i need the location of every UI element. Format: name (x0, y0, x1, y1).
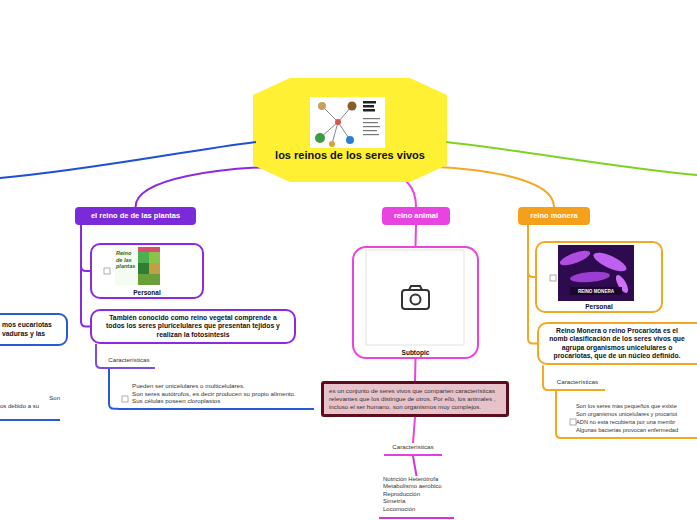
checkbox (104, 268, 110, 274)
checkbox (570, 419, 576, 425)
main-topic: reino animal (382, 207, 450, 225)
bacteria-cell (558, 248, 591, 268)
branch-line (0, 142, 256, 178)
image-box: Personal (90, 243, 204, 299)
plant-image (138, 274, 160, 285)
branch-connector (81, 225, 90, 271)
node-text: Nutrición Heterótrofa (383, 476, 454, 483)
main-topic: el reino de de las plantas (75, 207, 196, 225)
text-box: Reino Monera o reino Procariota es el no… (537, 322, 697, 365)
plant-image (149, 252, 160, 263)
topic-box: mos eucariotas vaduras y las (0, 313, 68, 346)
image-box: Subtopic (352, 246, 479, 359)
hexagon-shape (253, 78, 447, 182)
node-text: mos eucariotas vaduras y las (2, 321, 56, 338)
text-box: También conocido como reino vegetal comp… (90, 309, 296, 344)
node-text: os debido a su (0, 402, 60, 410)
plant-image (149, 263, 160, 274)
bacteria-cell (570, 270, 611, 283)
main-topic: reino monera (518, 207, 590, 225)
bacteria-cell (614, 273, 631, 294)
plant-image (138, 263, 149, 274)
node-text: Características (384, 443, 442, 451)
image-caption-band (570, 287, 622, 295)
checkbox (122, 396, 128, 402)
subtopic-underline: Son los seres mas pequeños que existeSon… (566, 402, 697, 439)
camera-icon (402, 290, 429, 309)
branch-connector (415, 225, 418, 246)
description-box: es un conjunto de seres vivos que compar… (321, 381, 509, 417)
branch-connector (413, 417, 415, 443)
node-text: es un conjunto de seres vivos que compar… (329, 387, 501, 411)
camera-icon (411, 295, 421, 305)
node-text: Características (103, 356, 155, 364)
node-text: Reino Monera o reino Procariota es el no… (547, 327, 687, 360)
node-text: ADN no esta recubierta por una membr (576, 418, 697, 426)
image-box: Personal (535, 241, 663, 313)
plant-image (138, 252, 149, 263)
node-text: Pueden ser unicelulares o multicelulares… (132, 382, 314, 390)
central-topic: los reinos de los seres vivos (253, 78, 447, 182)
image-placeholder (366, 250, 464, 345)
node-text: Reproducción (383, 491, 454, 498)
bacteria-image (558, 245, 634, 301)
node-text: Son seres autótrofos, es decir producen … (132, 390, 314, 398)
branch-connector (543, 365, 550, 390)
node-text: el reino de de las plantas (75, 207, 196, 225)
subtopic-underline: Características (384, 443, 442, 456)
subtopic-underline: Características (550, 378, 605, 391)
node-text: los reinos de los seres vivos (253, 149, 447, 161)
node-text: Simetría (383, 498, 454, 505)
checkbox (550, 275, 556, 281)
node-text: Características (550, 378, 605, 386)
node-text: Personal (537, 303, 661, 310)
node-text: Locomoción (383, 506, 454, 513)
node-text: Son (0, 394, 60, 402)
image-text: REINO MONERA (570, 288, 622, 295)
subtopic-underline: Pueden ser unicelulares o multicelulares… (118, 382, 314, 410)
node-text: Son organismos unicelulares y procariot (576, 410, 697, 418)
node-text: reino animal (382, 207, 450, 225)
subtopic-underline: Sonos debido a su (0, 394, 60, 421)
branch-line (446, 142, 697, 175)
branch-connector (96, 344, 103, 368)
node-text: Son los seres mas pequeños que existe (576, 402, 697, 410)
subtopic-underline: Nutrición HeterótrofaMetabolismo aeróbic… (379, 476, 454, 519)
branch-connector (413, 456, 417, 476)
branch-connector (109, 369, 118, 409)
node-text: Personal (92, 289, 202, 296)
node-text: Algunas bacterias provocan enfermedad (576, 426, 697, 434)
branch-connector (556, 391, 566, 438)
camera-icon (409, 286, 422, 290)
node-text: Sus células poseen cloroplastos (132, 397, 314, 405)
branch-connector (414, 359, 417, 381)
branch-connector (81, 225, 90, 326)
subtopic-underline: Características (103, 356, 155, 369)
hexagon-fill (253, 78, 447, 182)
node-text: Metabolismo aeróbico (383, 483, 454, 490)
image-text: Reino de las plantas (116, 250, 138, 270)
node-text: Subtopic (354, 349, 477, 356)
node-text: También conocido como reino vegetal comp… (100, 314, 286, 339)
branch-connector (528, 225, 535, 277)
bacteria-cell (591, 249, 629, 275)
node-text: reino monera (518, 207, 590, 225)
plant-image (138, 247, 160, 252)
plant-image (115, 247, 160, 285)
